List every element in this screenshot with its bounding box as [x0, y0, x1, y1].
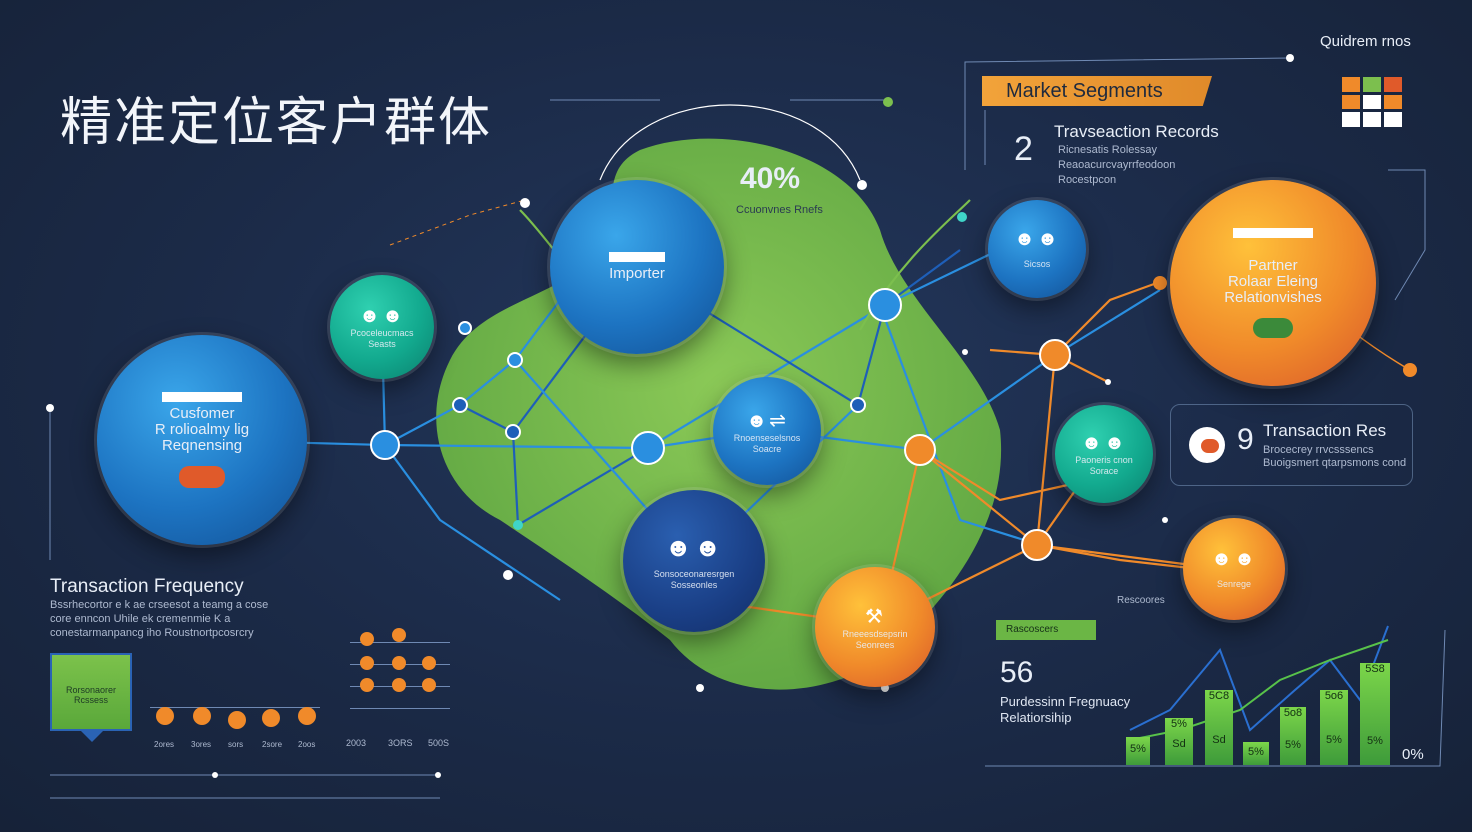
fruit-icon — [179, 466, 225, 488]
dot-label-3: sors — [228, 740, 244, 749]
transaction-card-number: 9 — [1237, 423, 1254, 456]
teal-node-left[interactable]: ☻☻ Pcoceleucmacs Seasts — [330, 275, 434, 379]
navy-node[interactable]: ☻☻ Sonsoceonaresrgen Sosseonles — [623, 490, 765, 632]
people-icon: ☻☻ — [1080, 431, 1128, 454]
frequency-dot-2 — [193, 707, 211, 725]
frequency-dot-1 — [156, 707, 174, 725]
dot-label-4: 2sore — [262, 740, 283, 749]
badge-pointer — [80, 730, 104, 742]
people-icon: ☻☻ — [358, 304, 406, 327]
desk-icon — [162, 392, 242, 402]
market-segments-heading: Travseaction Records — [1054, 122, 1219, 141]
teal-node-right[interactable]: ☻☻ Paoneris cnon Sorace — [1055, 405, 1153, 503]
center-node[interactable]: ☻⇌ Rnoenseselsnos Soacre — [713, 377, 821, 485]
transaction-card[interactable]: 9 Transaction Res Brocecrey rrvcsssencs … — [1170, 404, 1413, 486]
customer-label-2: R rolioalmy lig — [154, 421, 250, 438]
transaction-frequency-line-2: core enncon Uhile ek cremenmie K a — [50, 613, 231, 625]
center-stat-value: 40% — [740, 162, 801, 195]
frequency-panel-line-1: Purdessinn Fregnuacy — [1000, 694, 1131, 709]
transaction-frequency-line-1: Bssrhecortor e k ae crseesot a teamg a c… — [50, 599, 269, 611]
orange-right-label: Senrege — [1216, 579, 1252, 589]
desk-icon — [609, 252, 665, 262]
frequency-panel-tag: Rascoscers — [996, 620, 1096, 640]
transaction-frequency-heading: Transaction Frequency — [50, 576, 244, 597]
dot-label-5: 2oos — [298, 740, 316, 749]
blue-small-label: Sicsos — [1023, 259, 1051, 269]
transaction-frequency-line-3: conestarmanpancg iho Roustnortpcosrcry — [50, 627, 254, 639]
freq-bar-1: 5% — [1126, 737, 1150, 765]
grid-icon — [1342, 77, 1402, 127]
transaction-card-line-1: Brocecrey rrvcsssencs — [1263, 444, 1374, 456]
dot-label-2: 3ores — [191, 740, 212, 749]
customer-node[interactable]: Cusfomer R rolioalmy lig Reqnensing — [97, 335, 307, 545]
dot-label-1: 2ores — [154, 740, 175, 749]
customer-label-1: Cusfomer — [169, 405, 235, 422]
dot-row-line — [150, 707, 320, 708]
teal-left-label-2: Seasts — [368, 338, 396, 349]
fruit-icon — [1189, 427, 1225, 463]
mini-dot-chart — [350, 628, 450, 718]
partner-label-2: Rolaar Eleing — [1227, 273, 1319, 290]
partner-label-1: Partner — [1248, 257, 1298, 274]
page-title: 精准定位客户群体 — [60, 93, 493, 153]
transaction-card-line-2: Buoigsmert qtarpsmons cond — [1263, 457, 1407, 469]
fruit-icon — [1253, 318, 1293, 338]
center-node-label-2: Soacre — [752, 443, 782, 454]
market-segments-number: 2 — [1014, 130, 1033, 168]
navy-node-label-2: Sosseonles — [670, 579, 718, 590]
desk-icon — [1233, 228, 1313, 238]
importer-label: Importer — [609, 265, 665, 282]
mini-label-1: 2003 — [346, 738, 367, 748]
mini-label-2: 3ORS — [388, 738, 413, 748]
navy-node-label-1: Sonsoceonaresrgen — [653, 568, 735, 579]
market-segments-line-2: Reaoacurcvayrrfeodoon — [1058, 159, 1176, 171]
orange-node-bottom[interactable]: ⚒ Rneeesdsepsrin Seonrees — [815, 567, 935, 687]
orange-node-right[interactable]: ☻☻ Senrege — [1183, 518, 1285, 620]
mini-label-3: 500S — [428, 738, 450, 748]
partner-node[interactable]: Partner Rolaar Eleing Relationvishes — [1170, 180, 1376, 386]
badge-line-1: Rorsonaorer — [65, 685, 117, 695]
deal-icon: ⚒ — [865, 605, 885, 628]
top-right-label: Quidrem rnos — [1320, 33, 1411, 50]
orange-bottom-label-1: Rneeesdsepsrin — [842, 628, 908, 639]
center-node-label-1: Rnoenseselsnos — [733, 432, 801, 443]
teal-left-label-1: Pcoceleucmacs — [350, 327, 414, 338]
orange-bottom-label-2: Seonrees — [855, 639, 895, 650]
badge-line-2: Rcssess — [73, 695, 108, 705]
market-segments-line-3: Rocestpcon — [1058, 174, 1117, 186]
freq-bar-4: 5% — [1243, 742, 1269, 765]
frequency-zero-label: 0% — [1402, 746, 1424, 763]
teal-right-label-2: Sorace — [1089, 465, 1119, 476]
market-segments-line-1: Ricnesatis Rolessay — [1058, 144, 1158, 156]
handshake-icon: ☻⇌ — [746, 409, 788, 432]
frequency-panel-value: 56 — [1000, 656, 1034, 689]
importer-node[interactable]: Importer — [550, 180, 724, 354]
center-stat-caption: Ccuonvnes Rnefs — [736, 204, 823, 216]
people-icon: ☻☻ — [1210, 548, 1258, 570]
teal-right-label-1: Paoneris cnon — [1075, 454, 1133, 465]
frequency-dot-5 — [298, 707, 316, 725]
frequency-badge: Rorsonaorer Rcssess — [50, 653, 132, 731]
frequency-dot-3 — [228, 711, 246, 729]
side-label: Rescoores — [1117, 595, 1165, 606]
market-segments-tag: Market Segments — [982, 76, 1212, 106]
people-icon: ☻☻ — [1013, 228, 1061, 250]
freq-bar-1-label: 5% — [1130, 743, 1146, 755]
customer-label-3: Reqnensing — [161, 437, 243, 454]
frequency-dot-4 — [262, 709, 280, 727]
blue-node-small[interactable]: ☻☻ Sicsos — [988, 200, 1086, 298]
partner-label-3: Relationvishes — [1224, 289, 1322, 306]
frequency-panel-line-2: Relatiorsihip — [1000, 710, 1072, 725]
transaction-card-heading: Transaction Res — [1263, 421, 1387, 440]
freq-bar-2: 5%Sd — [1165, 718, 1193, 765]
people-icon: ☻☻ — [664, 531, 724, 562]
